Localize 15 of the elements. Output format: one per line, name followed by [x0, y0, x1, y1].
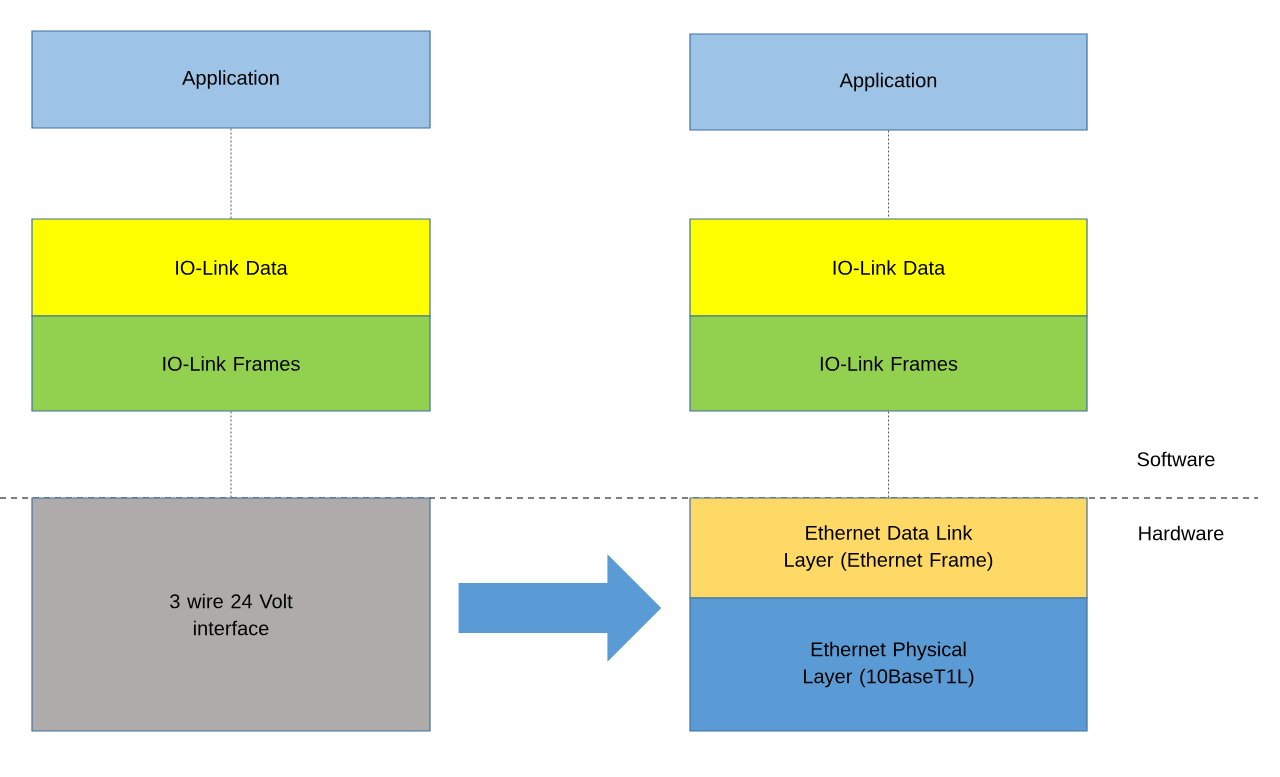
connector-line	[888, 130, 889, 219]
layer-label: Software	[1137, 451, 1215, 467]
layer-box: IO-Link Frames	[689, 315, 1088, 412]
layer-box: Ethernet Physical Layer (10BaseT1L)	[689, 597, 1088, 732]
layer-box: Application	[689, 33, 1088, 131]
connector-line	[230, 128, 232, 219]
layer-label: Hardware	[1139, 525, 1224, 541]
layer-box: IO-Link Frames	[31, 315, 431, 412]
layer-box: IO-Link Data	[31, 218, 431, 317]
interface-box: 3 wire 24 Volt interface	[31, 497, 431, 732]
connector-line	[230, 411, 232, 498]
layer-box: Application	[31, 30, 431, 129]
connector-line	[888, 411, 889, 498]
layer-box: Ethernet Data Link Layer (Ethernet Frame)	[689, 497, 1088, 599]
layer-box: IO-Link Data	[689, 218, 1088, 317]
